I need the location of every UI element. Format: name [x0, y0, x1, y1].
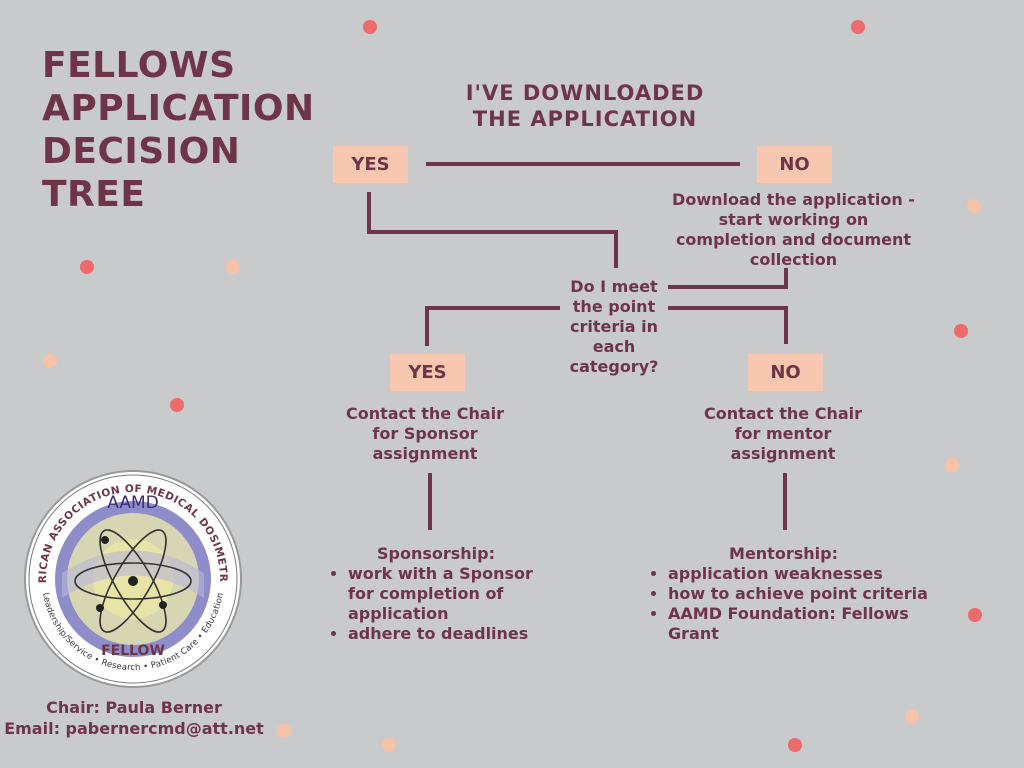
start-question: I'VE DOWNLOADED THE APPLICATION: [465, 81, 705, 131]
dot: [905, 710, 919, 724]
dot: [968, 608, 982, 622]
logo-center-text: AAMD: [107, 493, 159, 513]
list-item: work with a Sponsor for completion of ap…: [348, 564, 546, 624]
yes-tag-2: YES: [390, 354, 465, 391]
yes-tag-1: YES: [333, 146, 408, 183]
dot: [945, 458, 959, 472]
connector-yes-to-criteria: [367, 192, 618, 268]
download-instruction: Download the application - start working…: [672, 190, 915, 269]
dot: [967, 199, 981, 213]
list-item: AAMD Foundation: Fellows Grant: [668, 604, 931, 644]
dot: [226, 260, 240, 274]
dot: [80, 260, 94, 274]
mentor-instruction: Contact the Chair for mentor assignment: [703, 404, 863, 463]
logo-banner-text: FELLOW: [101, 643, 165, 659]
contact-block: Chair: Paula Berner Email: pabernercmd@a…: [0, 697, 268, 739]
sponsorship-block: Sponsorship: work with a Sponsor for com…: [326, 544, 546, 644]
dot: [170, 398, 184, 412]
chair-name: Chair: Paula Berner: [46, 698, 222, 717]
aamd-fellow-logo: AMERICAN ASSOCIATION OF MEDICAL DOSIMETR…: [22, 468, 242, 688]
mentorship-block: Mentorship: application weaknesses how t…: [646, 544, 931, 644]
list-item: adhere to deadlines: [348, 624, 546, 644]
sponsor-instruction: Contact the Chair for Sponsor assignment: [345, 404, 505, 463]
connector-criteria-no: [668, 306, 788, 344]
dot: [43, 354, 57, 368]
mentorship-heading: Mentorship:: [729, 544, 838, 563]
dot: [788, 738, 802, 752]
list-item: application weaknesses: [668, 564, 931, 584]
connector-criteria-yes: [425, 306, 560, 346]
page-title: FELLOWS APPLICATION DECISION TREE: [42, 45, 315, 215]
no-tag-2: NO: [748, 354, 823, 391]
mentorship-list: application weaknesses how to achieve po…: [646, 564, 931, 644]
dot: [851, 20, 865, 34]
criteria-question: Do I meet the point criteria in each cat…: [569, 277, 659, 376]
list-item: how to achieve point criteria: [668, 584, 931, 604]
dot: [277, 724, 291, 738]
dot: [954, 324, 968, 338]
sponsorship-heading: Sponsorship:: [376, 544, 495, 563]
connector-no-to-criteria: [668, 268, 788, 289]
dot: [382, 738, 396, 752]
chair-email: Email: pabernercmd@att.net: [4, 719, 264, 738]
dot: [363, 20, 377, 34]
sponsorship-list: work with a Sponsor for completion of ap…: [326, 564, 546, 644]
no-tag-1: NO: [757, 146, 832, 183]
